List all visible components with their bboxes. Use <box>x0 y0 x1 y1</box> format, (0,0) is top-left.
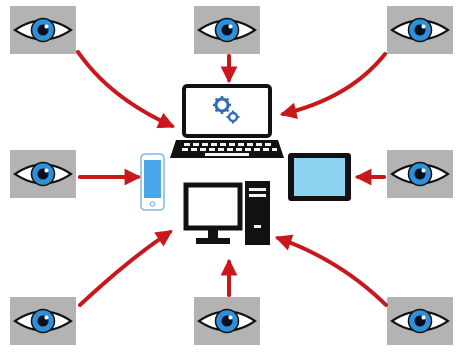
eye-icon <box>10 6 76 54</box>
eye-icon <box>387 150 453 198</box>
arrow <box>274 234 388 307</box>
eye-icon <box>194 6 260 54</box>
eye-icon <box>194 297 260 345</box>
pc-tower-icon <box>245 181 270 245</box>
arrow <box>279 52 387 120</box>
smartphone-icon <box>140 153 165 211</box>
tablet-icon <box>288 153 351 201</box>
gears-icon <box>213 96 240 124</box>
eye-icon <box>387 297 453 345</box>
eye-icon <box>10 150 76 198</box>
monitor-icon <box>183 182 243 244</box>
laptop-with-gears-icon <box>170 84 284 158</box>
eye-icon <box>387 6 453 54</box>
eye-icon <box>10 297 76 345</box>
arrow <box>76 50 176 129</box>
arrow <box>78 230 173 307</box>
